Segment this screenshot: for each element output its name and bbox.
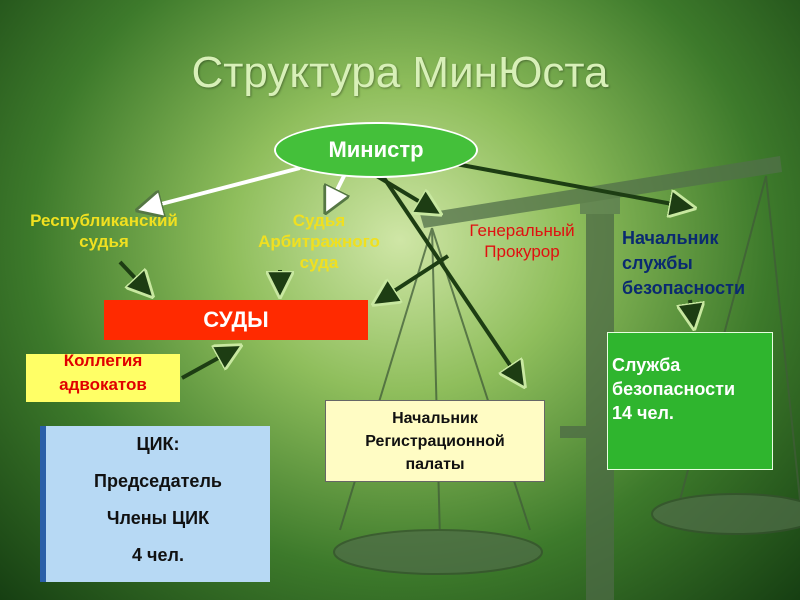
node-minister: Министр [274,122,478,178]
node-prosecutor-line-1: Генеральный [469,221,575,240]
node-arb-judge-line-3: суда [299,253,339,272]
slide-title: Структура МинЮста [191,48,609,97]
scales-right-string-2 [765,175,800,501]
node-security-service: Служба безопасности 14 чел. [607,332,773,470]
node-bar: Коллегия адвокатов [26,351,180,402]
node-security-head-line-1: Начальник [622,228,719,248]
node-cik-line-1: ЦИК: [136,434,180,454]
node-cik-line-4: 4 чел. [132,545,184,565]
arrow-minister-to-rep-judge [138,166,301,210]
node-registration-line-2: Регистрационной [365,433,505,450]
arrow-prosecutor-to-courts [374,254,450,304]
arrow-rep-judge-to-courts [118,260,152,296]
node-cik-line-2: Председатель [94,471,222,491]
node-prosecutor-line-2: Прокурор [484,242,560,261]
node-arb-judge-line-2: Арбитражного [258,232,380,251]
scales-left-string-3 [431,227,441,541]
node-rep-judge-line-1: Республиканский [30,211,178,230]
node-prosecutor: Генеральный Прокурор [448,220,596,262]
arrow-minister-to-security-head [455,162,694,208]
node-registration-head: Начальник Регистрационной палаты [325,400,545,482]
arrow-minister-to-registration [378,170,524,386]
arrow-security-head-to-service [690,299,694,328]
arrows [118,162,694,386]
arrow-bar-to-courts [181,346,240,380]
node-arb-judge-line-1: Судья [292,211,346,230]
node-security-head-line-3: безопасности [622,278,746,298]
node-cik: ЦИК: Председатель Члены ЦИК 4 чел. [40,426,270,582]
node-courts: СУДЫ [104,300,368,340]
node-rep-judge-line-2: судья [79,232,129,251]
node-security-head-line-2: службы [622,253,693,273]
node-cik-line-3: Члены ЦИК [106,508,210,528]
node-arb-judge: Судья Арбитражного суда [236,210,402,273]
node-courts-label: СУДЫ [203,307,269,332]
scales-arm-stub [560,426,594,438]
node-security-service-line-2: безопасности [612,379,736,399]
node-registration-line-1: Начальник [392,410,478,427]
node-bar-line-1: Коллегия [63,351,143,370]
node-security-service-line-3: 14 чел. [612,403,674,423]
arrow-minister-to-prosecutor [368,170,440,214]
node-security-service-line-1: Служба [612,355,681,375]
scales-left-pan [333,529,543,575]
node-rep-judge: Республиканский судья [6,210,202,252]
node-bar-line-2: адвокатов [59,375,147,394]
node-minister-label: Министр [328,137,424,162]
node-security-head: Начальник службы безопасности [622,226,792,301]
scales-right-pan [651,493,800,535]
node-registration-line-3: палаты [405,456,465,473]
